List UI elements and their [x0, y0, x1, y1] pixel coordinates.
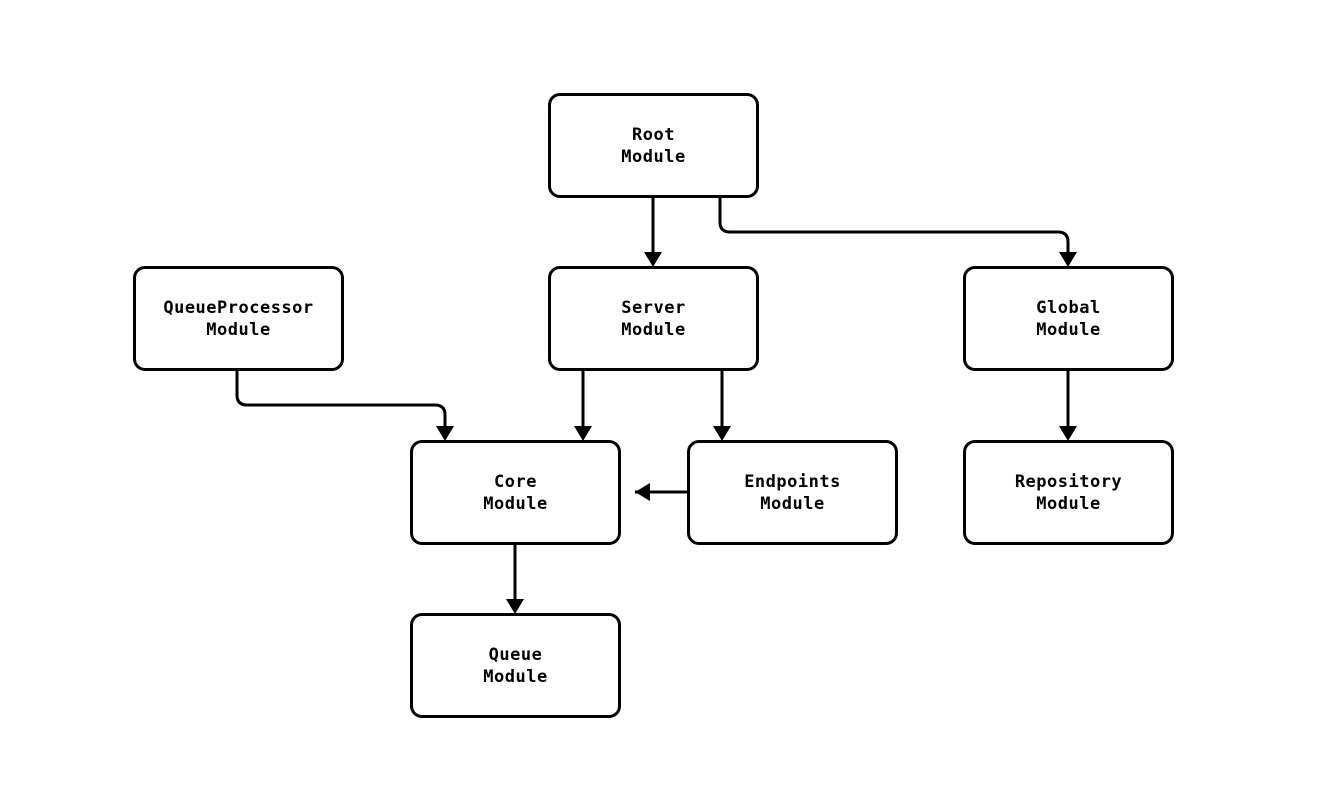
- node-server[interactable]: Server Module: [548, 266, 759, 371]
- edge-root-global: [718, 198, 1070, 252]
- node-endpoints[interactable]: Endpoints Module: [687, 440, 898, 545]
- arrowhead-core-queue: [506, 599, 524, 614]
- node-server-label: Server Module: [621, 297, 686, 340]
- node-core[interactable]: Core Module: [410, 440, 621, 545]
- arrowhead-root-global: [1059, 252, 1077, 267]
- node-queue-label: Queue Module: [483, 644, 548, 687]
- node-root-label: Root Module: [621, 124, 686, 167]
- edge-queueprocessor-core: [235, 371, 447, 426]
- node-repository[interactable]: Repository Module: [963, 440, 1174, 545]
- arrowhead-endpoints-core: [635, 483, 650, 501]
- node-core-label: Core Module: [483, 471, 548, 514]
- node-endpoints-label: Endpoints Module: [744, 471, 841, 514]
- arrowhead-queueprocessor-core: [436, 426, 454, 441]
- arrowhead-global-repository: [1059, 426, 1077, 441]
- node-global[interactable]: Global Module: [963, 266, 1174, 371]
- arrowhead-server-endpoints: [713, 426, 731, 441]
- arrowhead-server-core: [574, 426, 592, 441]
- node-queue[interactable]: Queue Module: [410, 613, 621, 718]
- node-queueprocessor[interactable]: QueueProcessor Module: [133, 266, 344, 371]
- arrowhead-root-server: [644, 252, 662, 267]
- node-queueprocessor-label: QueueProcessor Module: [163, 297, 314, 340]
- node-global-label: Global Module: [1036, 297, 1101, 340]
- node-root[interactable]: Root Module: [548, 93, 759, 198]
- node-repository-label: Repository Module: [1014, 471, 1123, 514]
